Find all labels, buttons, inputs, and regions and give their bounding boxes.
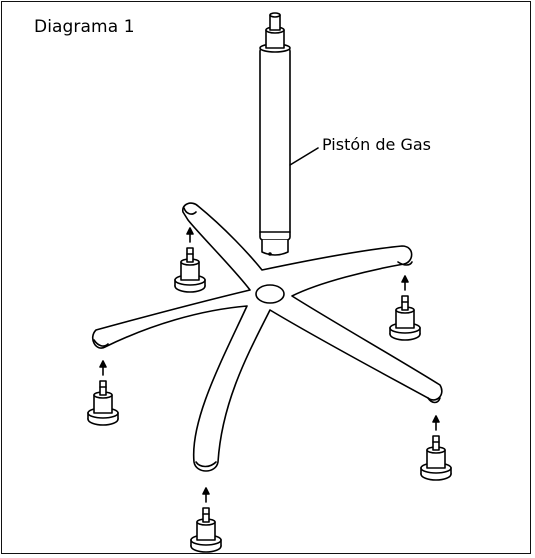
- star-base: [91, 202, 443, 472]
- center-hub: [255, 284, 285, 304]
- socket-lower-right: [427, 397, 441, 404]
- caster-left: [87, 360, 119, 426]
- socket-left: [93, 339, 109, 347]
- piston-cylinder: [259, 47, 291, 241]
- caster-lower-right: [420, 415, 452, 481]
- gas-piston: [259, 12, 319, 256]
- gas-piston-label: Pistón de Gas: [322, 135, 431, 154]
- piston-bottom: [261, 239, 289, 256]
- base-body: [91, 202, 443, 472]
- diagram-title: Diagrama 1: [34, 17, 135, 37]
- socket-right: [397, 261, 413, 266]
- caster-right: [389, 275, 421, 341]
- socket-top-left: [183, 207, 197, 215]
- socket-bottom: [195, 461, 217, 468]
- piston-leader-line: [289, 147, 319, 166]
- caster-bottom: [190, 487, 222, 553]
- piston-dot: [268, 252, 272, 256]
- piston-rod-tip: [269, 12, 281, 18]
- caster-top-left: [174, 227, 206, 293]
